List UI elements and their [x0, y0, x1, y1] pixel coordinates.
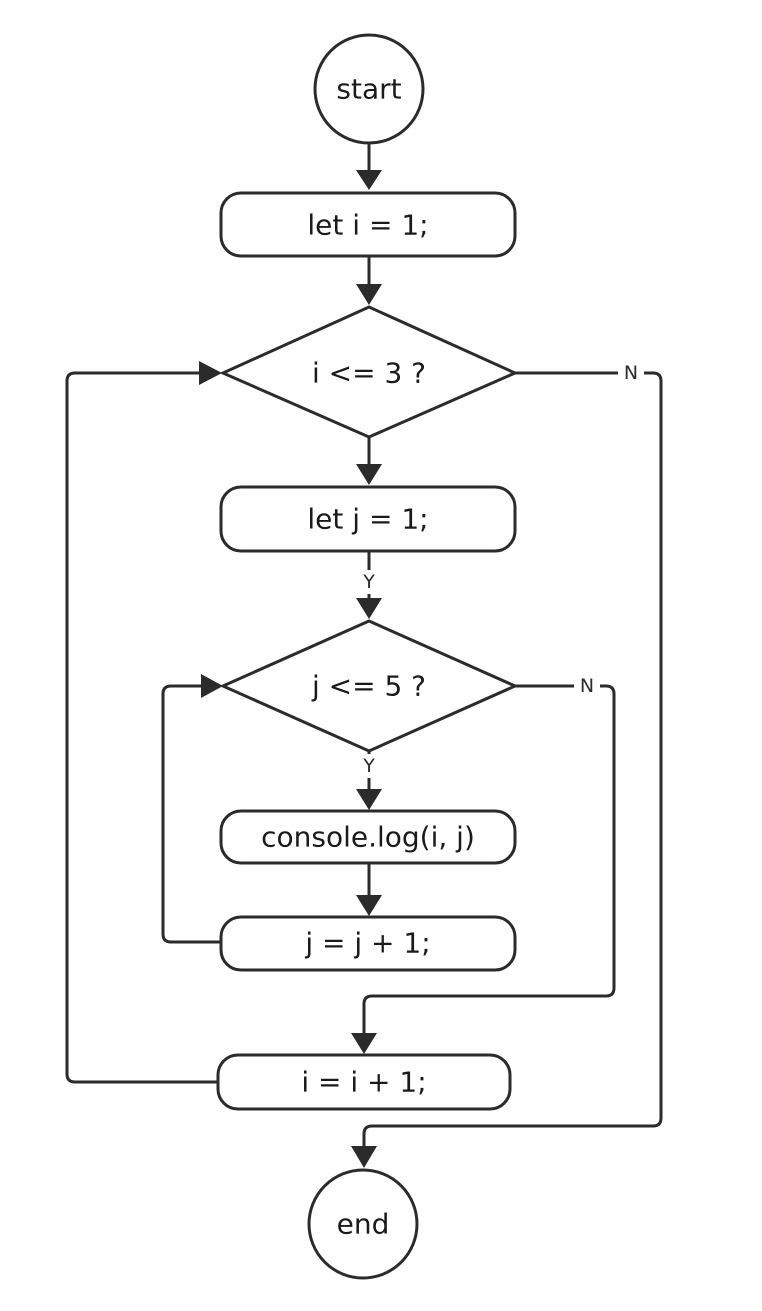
arrowhead-log-to-inc-j: [356, 895, 382, 916]
arrowhead-start-to-init-i: [356, 170, 382, 190]
edges: [65, 143, 663, 1168]
inc-i-node-label: i = i + 1;: [301, 1066, 426, 1099]
arrowhead-cond-i-no-to-end: [351, 1146, 377, 1168]
init-j-node-label: let j = 1;: [307, 503, 428, 536]
inc-j-node-label: j = j + 1;: [304, 927, 430, 960]
edge-label-cond-j-yes: Y: [362, 755, 375, 777]
edge-label-cond-j-no: N: [580, 675, 594, 697]
inc-j-node: j = j + 1;: [219, 915, 517, 972]
edge-label-cond-i-no: N: [624, 362, 638, 384]
end-node-label: end: [337, 1208, 390, 1241]
arrowhead-init-j-to-cond-j: [356, 598, 382, 619]
init-j-node: let j = 1;: [219, 485, 517, 553]
cond-i-node: i <= 3 ?: [219, 305, 519, 439]
arrowhead-cond-i-to-init-j: [356, 464, 382, 485]
cond-j-node-label: j <= 5 ?: [311, 670, 426, 703]
start-node-label: start: [336, 73, 401, 106]
nodes: start let i = 1; i <= 3 ? let j = 1; j <…: [216, 33, 519, 1280]
inc-i-node: i = i + 1;: [216, 1053, 512, 1111]
cond-j-node: j <= 5 ?: [219, 619, 519, 753]
edge-labels: Y Y N N: [358, 361, 644, 778]
edge-cond-i-no-to-end: [362, 371, 663, 1149]
end-node: end: [307, 1168, 419, 1280]
start-node: start: [313, 33, 425, 145]
arrowhead-cond-j-to-log: [356, 789, 382, 810]
init-i-node: let i = 1;: [219, 191, 517, 258]
edge-cond-j-no-to-inc-i: [362, 684, 616, 1037]
arrowhead-init-i-to-cond-i: [356, 284, 382, 305]
init-i-node-label: let i = 1;: [307, 209, 428, 242]
log-node-label: console.log(i, j): [261, 821, 475, 854]
arrowhead-cond-j-no-to-inc-i: [351, 1033, 377, 1054]
arrowhead-inc-i-back-to-cond-i: [199, 361, 222, 385]
edge-label-init-j-to-cond-j: Y: [362, 571, 375, 593]
cond-i-node-label: i <= 3 ?: [312, 357, 426, 390]
log-node: console.log(i, j): [219, 809, 517, 865]
arrowhead-inc-j-back-to-cond-j: [201, 674, 223, 698]
edge-inc-j-back-to-cond-j: [161, 684, 223, 944]
edge-inc-i-back-to-cond-i: [65, 371, 220, 1084]
